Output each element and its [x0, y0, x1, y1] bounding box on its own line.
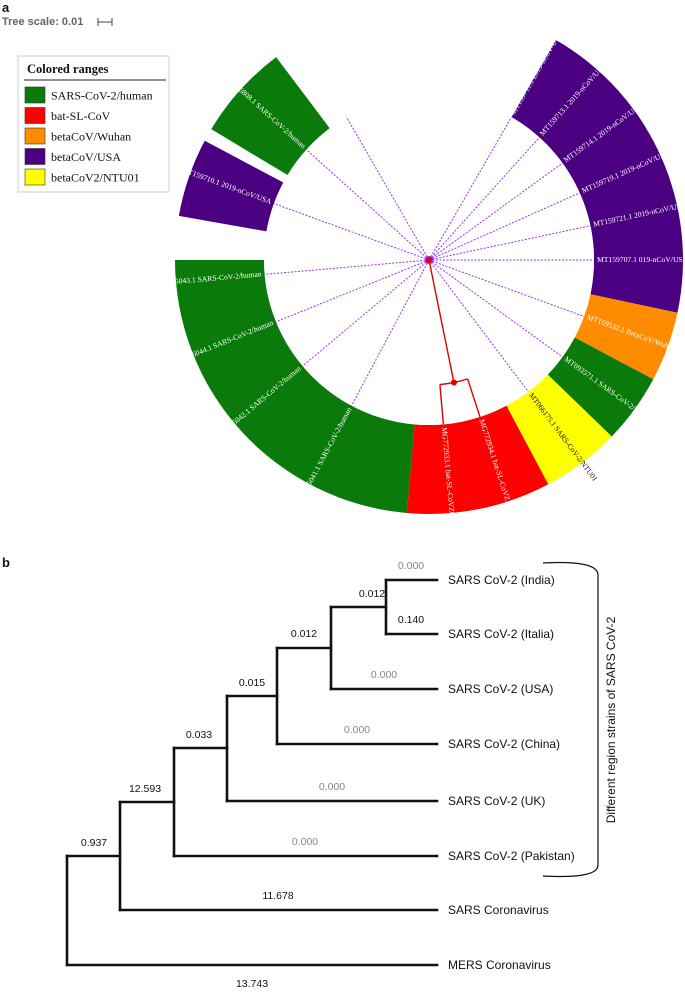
circular-tree: [264, 116, 594, 425]
leaf-label-italia: SARS CoV-2 (Italia): [448, 627, 554, 641]
legend-swatch: [24, 86, 46, 104]
bracket: [542, 561, 599, 878]
colored-range-sector: [511, 40, 683, 313]
tree-branch: [428, 162, 563, 261]
leaf-label-india: SARS CoV-2 (India): [448, 573, 555, 587]
colored-range-sector: [211, 57, 330, 176]
tree-scale-bar: [97, 18, 113, 26]
colored-range-sector: [174, 260, 415, 514]
node-label-4: 0.033: [186, 729, 212, 741]
branch-label-italia: 0.140: [398, 614, 424, 626]
legend-title: Colored ranges: [27, 62, 108, 76]
colored-range-sector: [178, 140, 284, 232]
tree-branch: [428, 259, 585, 317]
tree-branch: [346, 116, 430, 261]
legend-swatch: [24, 127, 46, 145]
branch-label-usa: 0.000: [371, 669, 397, 681]
colored-range-sector: [574, 294, 678, 380]
branch-label-china: 0.000: [344, 724, 370, 736]
tree-branch: [428, 259, 563, 358]
legend-item-label: bat-SL-CoV: [51, 109, 111, 123]
colored-range-sector: [547, 337, 654, 437]
leaf-label-usa: SARS CoV-2 (USA): [448, 682, 553, 696]
node-label-2: 0.012: [291, 628, 317, 640]
tree-branch: [275, 259, 430, 323]
legend: Colored ranges SARS-CoV-2/human bat-SL-Co…: [17, 55, 170, 193]
legend-item-label: betaCoV/Wuhan: [51, 130, 131, 144]
panel-b-label: b: [2, 555, 10, 570]
branch-label-sars: 11.678: [262, 890, 293, 902]
tree-branch: [351, 259, 430, 406]
legend-item-label: SARS-CoV-2/human: [51, 89, 153, 103]
legend-item-label: betaCoV/USA: [51, 150, 121, 164]
leaf-label-sars: SARS Coronavirus: [448, 903, 549, 917]
node-label-6: 0.937: [81, 837, 107, 849]
panel-a-label: a: [2, 0, 10, 15]
tree-branch: [306, 149, 430, 261]
leaf-label-pakistan: SARS CoV-2 (Pakistan): [448, 849, 575, 863]
legend-swatch: [24, 168, 46, 186]
branch-label-uk: 0.000: [319, 781, 345, 793]
leaf-label-mers: MERS Coronavirus: [448, 958, 551, 972]
tree-branch: [428, 192, 580, 261]
tree-scale-label: Tree scale: 0.01: [2, 16, 83, 28]
node-label-1: 0.012: [359, 588, 385, 600]
rectangular-tree: [65, 578, 439, 967]
bat-clade-node: [450, 379, 457, 386]
tree-branch: [428, 259, 529, 393]
branch-label-mers: 13.743: [236, 978, 268, 990]
tree-branch: [428, 137, 540, 261]
tree-branch: [273, 203, 430, 261]
node-label-5: 12.593: [129, 783, 161, 795]
leaf-label-uk: SARS CoV-2 (UK): [448, 794, 545, 808]
tree-branch: [428, 225, 591, 261]
tree-branch: [428, 116, 512, 261]
tree-root-node: [425, 256, 433, 264]
tree-branch: [302, 259, 430, 367]
bracket-label: Different region strains of SARS CoV-2: [604, 616, 618, 823]
colored-range-sector: [506, 374, 612, 485]
tree-branch: [264, 259, 430, 275]
leaf-label-china: SARS CoV-2 (China): [448, 737, 560, 751]
legend-swatch: [24, 148, 46, 165]
legend-item-label: betaCoV2/NTU01: [51, 171, 140, 185]
branch-label-india: 0.000: [398, 560, 424, 572]
tree-leaf-label: MT159707.1 019-nCoV/USA: [597, 255, 685, 264]
legend-swatch: [24, 107, 46, 124]
colored-ranges: [174, 40, 683, 514]
colored-range-sector: [406, 405, 549, 514]
node-label-3: 0.015: [239, 677, 265, 689]
branch-label-pakistan: 0.000: [292, 836, 318, 848]
